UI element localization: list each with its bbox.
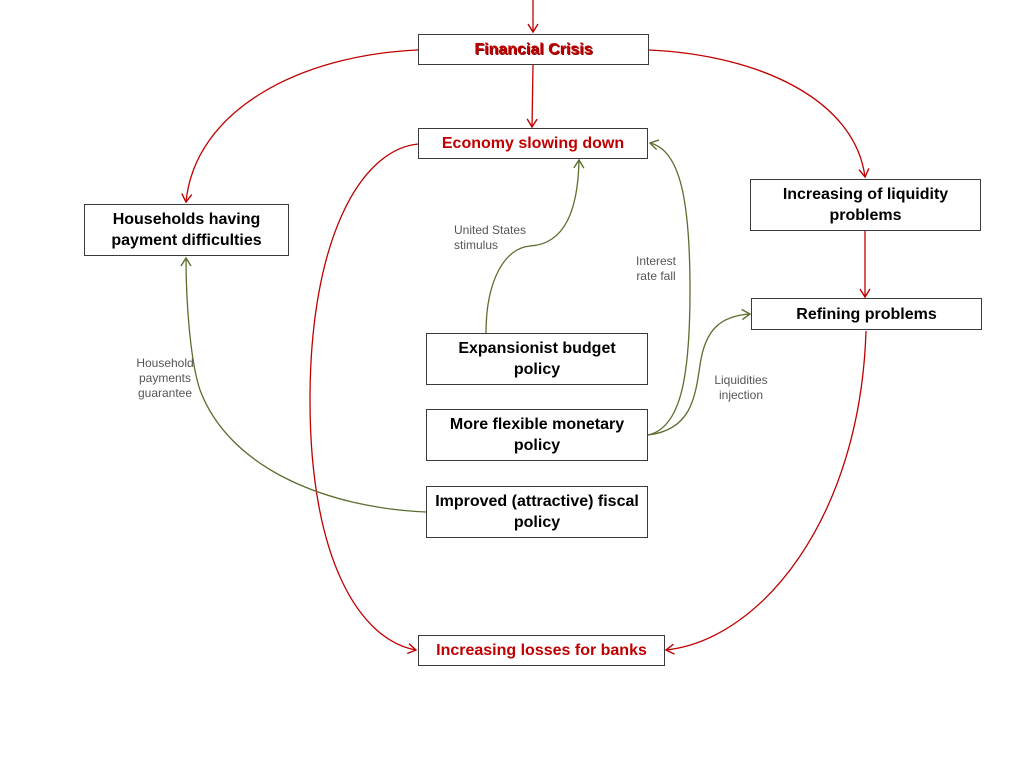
edge-economy-to-losses [309,143,419,655]
edge-monetary-to-economy [647,139,691,436]
edge-fiscal-to-households [180,256,427,513]
node-increasing-losses-for-banks: Increasing losses for banks [418,635,665,666]
edge-crisis-to-households [181,49,419,204]
label-household-payments-guarantee: Household payments guarantee [136,356,194,400]
edge-monetary-to-refining [647,308,752,436]
edge-refining-to-losses [664,330,867,655]
node-economy-slowing-down: Economy slowing down [418,128,648,159]
node-households-payment-difficulties: Households having payment difficulties [84,204,289,256]
node-increasing-liquidity-problems: Increasing of liquidity problems [750,179,981,231]
label-liquidities-injection: Liquidities injection [714,373,768,402]
label-us-stimulus: United States stimulus [454,223,527,252]
label-interest-rate-fall: Interest rate fall [635,254,677,283]
node-refining-problems: Refining problems [751,298,982,330]
edge-crisis-to-economy [526,64,538,129]
edge-expansionist-to-economy [485,158,585,334]
node-flexible-monetary-policy: More flexible monetary policy [426,409,648,461]
node-financial-crisis: Financial Crisis [418,34,649,65]
node-improved-fiscal-policy: Improved (attractive) fiscal policy [426,486,648,538]
edge-crisis-to-liquidity [648,49,870,179]
node-expansionist-budget-policy: Expansionist budget policy [426,333,648,385]
